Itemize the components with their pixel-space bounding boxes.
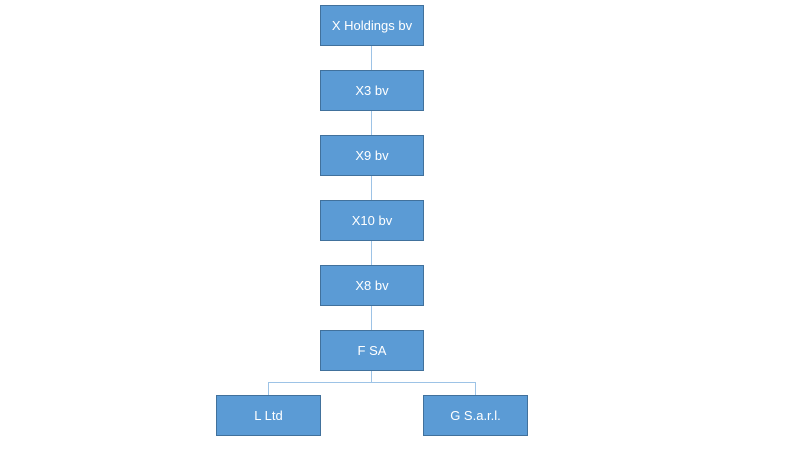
node-x-holdings-bv: X Holdings bv bbox=[320, 5, 424, 46]
node-x10-bv: X10 bv bbox=[320, 200, 424, 241]
node-l-ltd: L Ltd bbox=[216, 395, 321, 436]
connector-line bbox=[475, 382, 476, 396]
node-x8-bv: X8 bv bbox=[320, 265, 424, 306]
connector-line bbox=[371, 45, 372, 70]
node-g-sarl: G S.a.r.l. bbox=[423, 395, 528, 436]
connector-line bbox=[268, 382, 476, 383]
node-f-sa: F SA bbox=[320, 330, 424, 371]
connector-line bbox=[371, 240, 372, 265]
connector-line bbox=[371, 370, 372, 382]
connector-line bbox=[268, 382, 269, 396]
connector-line bbox=[371, 175, 372, 200]
connector-line bbox=[371, 305, 372, 330]
node-x3-bv: X3 bv bbox=[320, 70, 424, 111]
node-x9-bv: X9 bv bbox=[320, 135, 424, 176]
connector-line bbox=[371, 110, 372, 135]
